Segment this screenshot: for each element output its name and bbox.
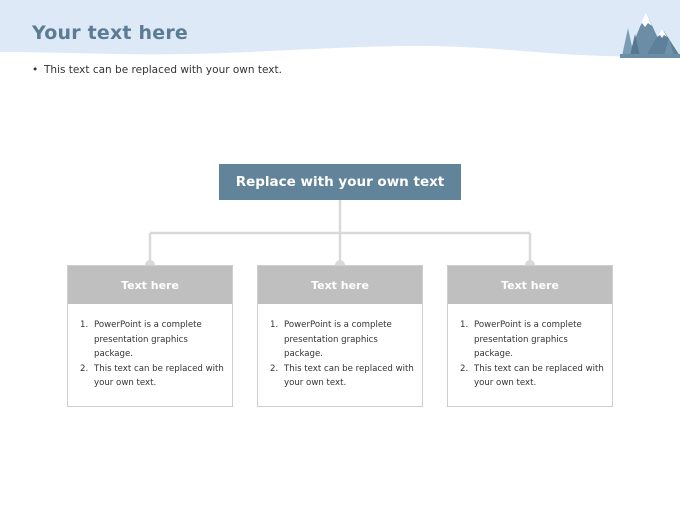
list-number: 1. bbox=[460, 320, 469, 330]
snowy-mountain-trees-icon bbox=[620, 12, 680, 58]
page-title: Your text here bbox=[32, 22, 188, 44]
list-number: 2. bbox=[460, 363, 469, 374]
list-text: This text can be replaced with your own … bbox=[94, 363, 224, 389]
root-box: Replace with your own text bbox=[219, 164, 461, 200]
card-3: Text here 1. PowerPoint is a complete pr… bbox=[447, 265, 613, 407]
bullet-text-content: This text can be replaced with your own … bbox=[44, 64, 282, 76]
card-heading: Text here bbox=[448, 266, 612, 304]
card-body: 1. PowerPoint is a complete presentation… bbox=[448, 304, 612, 391]
list-number: 1. bbox=[270, 320, 279, 330]
list-number: 2. bbox=[270, 363, 279, 374]
bullet-marker: • bbox=[32, 64, 39, 76]
list-item: 1. PowerPoint is a complete presentation… bbox=[80, 318, 224, 362]
card-body: 1. PowerPoint is a complete presentation… bbox=[68, 304, 232, 391]
card-body: 1. PowerPoint is a complete presentation… bbox=[258, 304, 422, 391]
list-item: 2. This text can be replaced with your o… bbox=[460, 362, 604, 391]
list-item: 1. PowerPoint is a complete presentation… bbox=[270, 318, 414, 362]
list-text: PowerPoint is a complete presentation gr… bbox=[284, 320, 392, 360]
card-2: Text here 1. PowerPoint is a complete pr… bbox=[257, 265, 423, 407]
header-band bbox=[0, 0, 680, 57]
list-text: PowerPoint is a complete presentation gr… bbox=[474, 320, 582, 360]
root-box-label: Replace with your own text bbox=[235, 174, 445, 190]
list-text: This text can be replaced with your own … bbox=[284, 363, 414, 389]
list-number: 2. bbox=[80, 363, 89, 374]
list-item: 2. This text can be replaced with your o… bbox=[80, 362, 224, 391]
bullet-text: • This text can be replaced with your own… bbox=[32, 64, 282, 76]
card-1: Text here 1. PowerPoint is a complete pr… bbox=[67, 265, 233, 407]
card-heading: Text here bbox=[68, 266, 232, 304]
list-text: This text can be replaced with your own … bbox=[474, 363, 604, 389]
list-item: 1. PowerPoint is a complete presentation… bbox=[460, 318, 604, 362]
card-heading: Text here bbox=[258, 266, 422, 304]
list-item: 2. This text can be replaced with your o… bbox=[270, 362, 414, 391]
list-number: 1. bbox=[80, 320, 89, 330]
list-text: PowerPoint is a complete presentation gr… bbox=[94, 320, 202, 360]
